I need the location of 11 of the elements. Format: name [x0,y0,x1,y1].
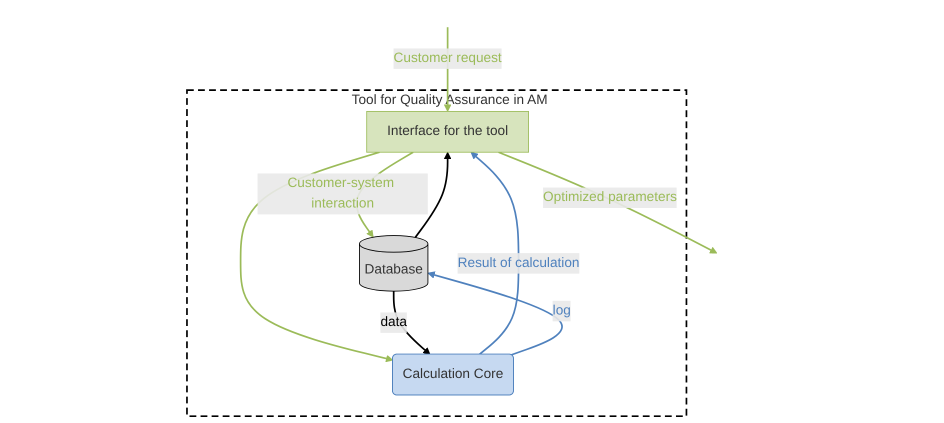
edge-label: log [552,303,571,318]
arrow [498,151,718,254]
node-box: Interface for the tool [366,110,529,153]
arrow [428,271,563,356]
arrow [470,152,520,356]
edge-label: Result of calculation [458,256,580,270]
edge-label: data [380,314,407,330]
edge-label: Optimized parameters [543,190,677,205]
edge-label: Customer request [394,51,502,66]
arrow [414,152,452,238]
edge-label: Customer-system interaction [287,176,394,211]
